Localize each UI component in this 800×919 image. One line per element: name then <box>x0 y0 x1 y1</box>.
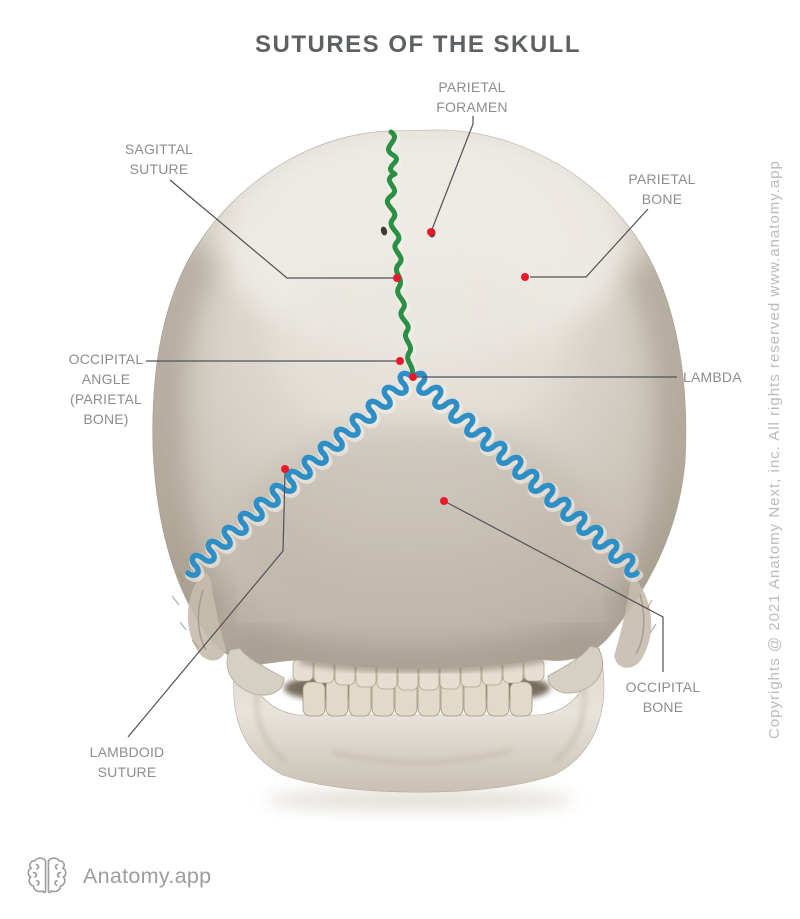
zygomatic-left <box>226 647 285 696</box>
label-line: PARIETAL <box>628 171 696 187</box>
brain-icon <box>27 857 67 894</box>
logo-text: Anatomy.app <box>83 863 212 888</box>
cranium <box>152 129 687 669</box>
label-line: OCCIPITAL <box>68 351 144 367</box>
label-line: BONE <box>641 190 683 207</box>
label-line: BONE <box>642 698 684 715</box>
page-title: SUTURES OF THE SKULL <box>254 31 581 58</box>
copyright-watermark: Copyrights @ 2021 Anatomy Next, inc. All… <box>766 160 783 740</box>
label-line: BONE) <box>83 411 129 427</box>
leader-parietal-foramen <box>430 116 474 233</box>
label-line: ANGLE <box>81 371 131 387</box>
leader-lambdoid-suture <box>127 471 286 738</box>
label-line: LAMBDOID <box>89 744 165 760</box>
label-line: OCCIPITAL <box>625 679 701 695</box>
zygomatic-right <box>547 645 603 694</box>
marker-dots <box>281 228 529 505</box>
label-line: PARIETAL <box>438 79 506 95</box>
anatomy-app-logo: Anatomy.app <box>24 853 211 899</box>
marker-dot-sagittal-suture <box>393 274 401 282</box>
marker-dot-occipital-angle <box>396 357 404 365</box>
label-lambda: LAMBDA <box>683 368 742 388</box>
label-sagittal-suture: SAGITTAL SUTURE <box>79 140 239 179</box>
label-parietal-bone: PARIETAL BONE <box>582 170 742 209</box>
marker-dot-lambda <box>409 373 417 381</box>
label-parietal-foramen: PARIETAL FORAMEN <box>392 78 552 117</box>
label-occipital-bone: OCCIPITAL BONE <box>583 678 743 717</box>
label-occipital-angle: OCCIPITAL ANGLE (PARIETAL BONE) <box>26 349 186 429</box>
marker-dot-parietal-foramen <box>427 228 435 236</box>
label-line: SUTURE <box>97 763 157 780</box>
leader-parietal-bone <box>530 208 649 278</box>
marker-dot-parietal-bone <box>521 273 529 281</box>
mastoid-right <box>614 576 657 668</box>
label-line: SAGITTAL <box>124 141 194 157</box>
label-line: (PARIETAL <box>69 391 143 407</box>
label-line: SUTURE <box>129 160 189 177</box>
mandible-shadow <box>265 789 575 811</box>
parietal-foramen-hole-left <box>380 226 388 236</box>
label-line: FORAMEN <box>436 98 508 115</box>
marker-dot-occipital-bone <box>440 497 448 505</box>
label-line: LAMBDA <box>683 369 742 385</box>
leader-occipital-bone <box>443 500 664 672</box>
marker-dot-lambdoid-suture <box>281 465 289 473</box>
leader-sagittal-suture <box>169 179 393 279</box>
label-lambdoid-suture: LAMBDOID SUTURE <box>47 743 207 782</box>
